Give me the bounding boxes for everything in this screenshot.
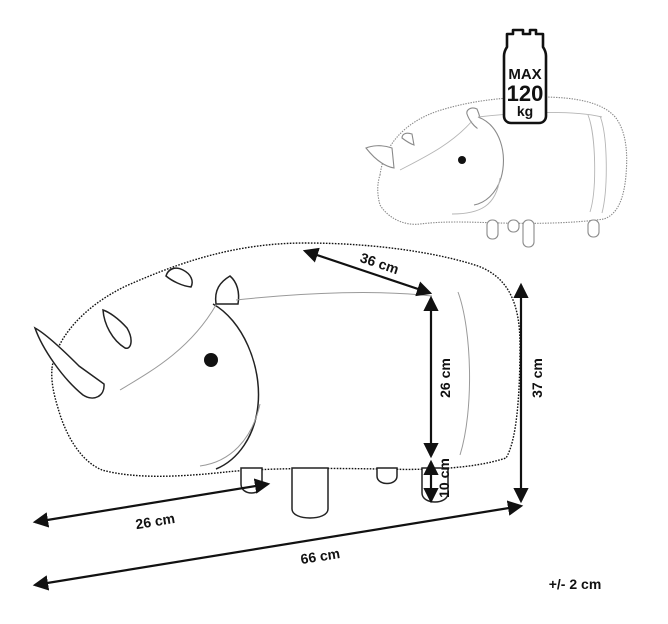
back-length-line	[302, 247, 433, 297]
leg-height-label: 10 cm	[436, 458, 452, 498]
weight-unit-label: kg	[517, 103, 533, 119]
rhino-eye	[204, 353, 218, 367]
total-length-line	[32, 500, 524, 591]
total-height-label: 37 cm	[529, 358, 545, 398]
seat-height-label: 26 cm	[437, 358, 453, 398]
weight-max-label: MAX	[508, 66, 541, 83]
weight-capacity-badge: MAX 120 kg	[502, 28, 548, 125]
kettlebell-icon	[502, 28, 548, 125]
tolerance-note: +/- 2 cm	[549, 576, 602, 592]
total-length-label: 66 cm	[299, 545, 341, 567]
weight-limit-value: 120	[507, 81, 544, 106]
head-length-label: 26 cm	[134, 510, 176, 532]
rhino-preview-illustration	[365, 96, 628, 248]
dimension-lines	[32, 247, 529, 591]
